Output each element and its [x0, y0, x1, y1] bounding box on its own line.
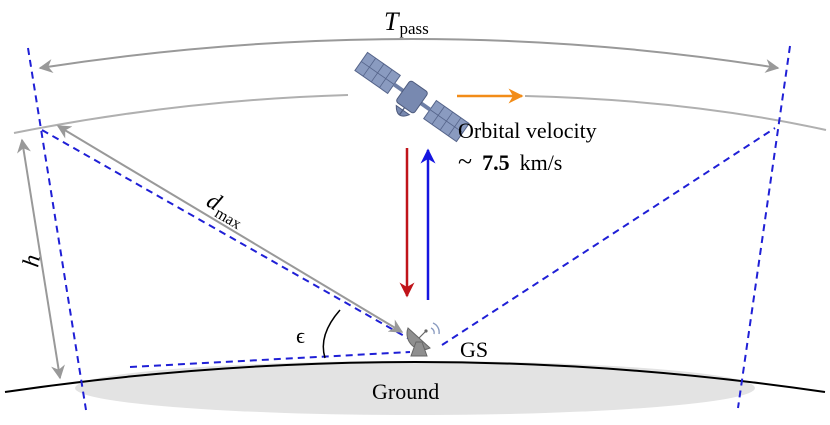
t-pass-arrow	[38, 38, 780, 73]
coverage-boundary-right	[737, 45, 791, 409]
earth-surface-line	[4, 361, 826, 393]
coverage-cone-right	[441, 127, 776, 346]
elevation-angle-arc	[322, 309, 341, 359]
altitude-arrow	[17, 138, 65, 380]
satellite-icon	[354, 51, 470, 143]
ground-station-label: GS	[460, 337, 488, 362]
ground-label: Ground	[372, 379, 439, 404]
t-pass-label: Tpass	[384, 7, 429, 38]
satellite-dish-icon	[406, 322, 440, 357]
d-max-arrow	[56, 125, 404, 333]
coverage-cone-left	[41, 129, 421, 346]
horizon-line	[129, 351, 411, 368]
d-max-label: dmax	[201, 188, 251, 233]
orbital-velocity-label: Orbital velocity	[458, 118, 597, 143]
orbit-line-left	[13, 94, 349, 134]
altitude-label: h	[18, 253, 46, 269]
ground-area	[75, 361, 755, 415]
elevation-angle-label: ϵ	[296, 323, 305, 348]
orbit-line-right	[524, 95, 827, 131]
